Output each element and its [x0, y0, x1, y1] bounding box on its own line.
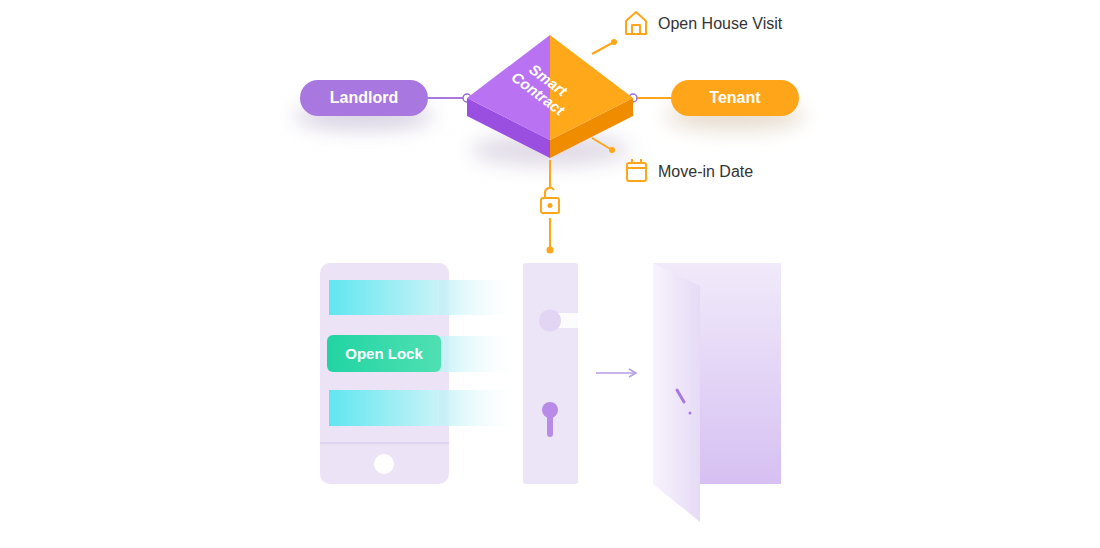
open-lock-button: Open Lock [327, 335, 441, 372]
node-text: Open Lock [345, 345, 423, 362]
arrow [596, 369, 636, 377]
icon-label: Move-in Date [658, 163, 753, 181]
node-text: Landlord [330, 89, 398, 107]
connector [428, 97, 467, 99]
calendar-icon [627, 159, 646, 181]
padlock-icon [541, 188, 559, 213]
contract-diamond: Smart Contract [467, 35, 633, 158]
landlord-pill: Landlord [300, 80, 428, 116]
house-icon [626, 12, 646, 34]
connector [633, 97, 671, 99]
node-text: Tenant [709, 89, 760, 107]
phone [320, 263, 523, 484]
icon-label: Open House Visit [658, 15, 782, 33]
tenant-pill: Tenant [671, 80, 799, 116]
open-door [653, 263, 781, 522]
